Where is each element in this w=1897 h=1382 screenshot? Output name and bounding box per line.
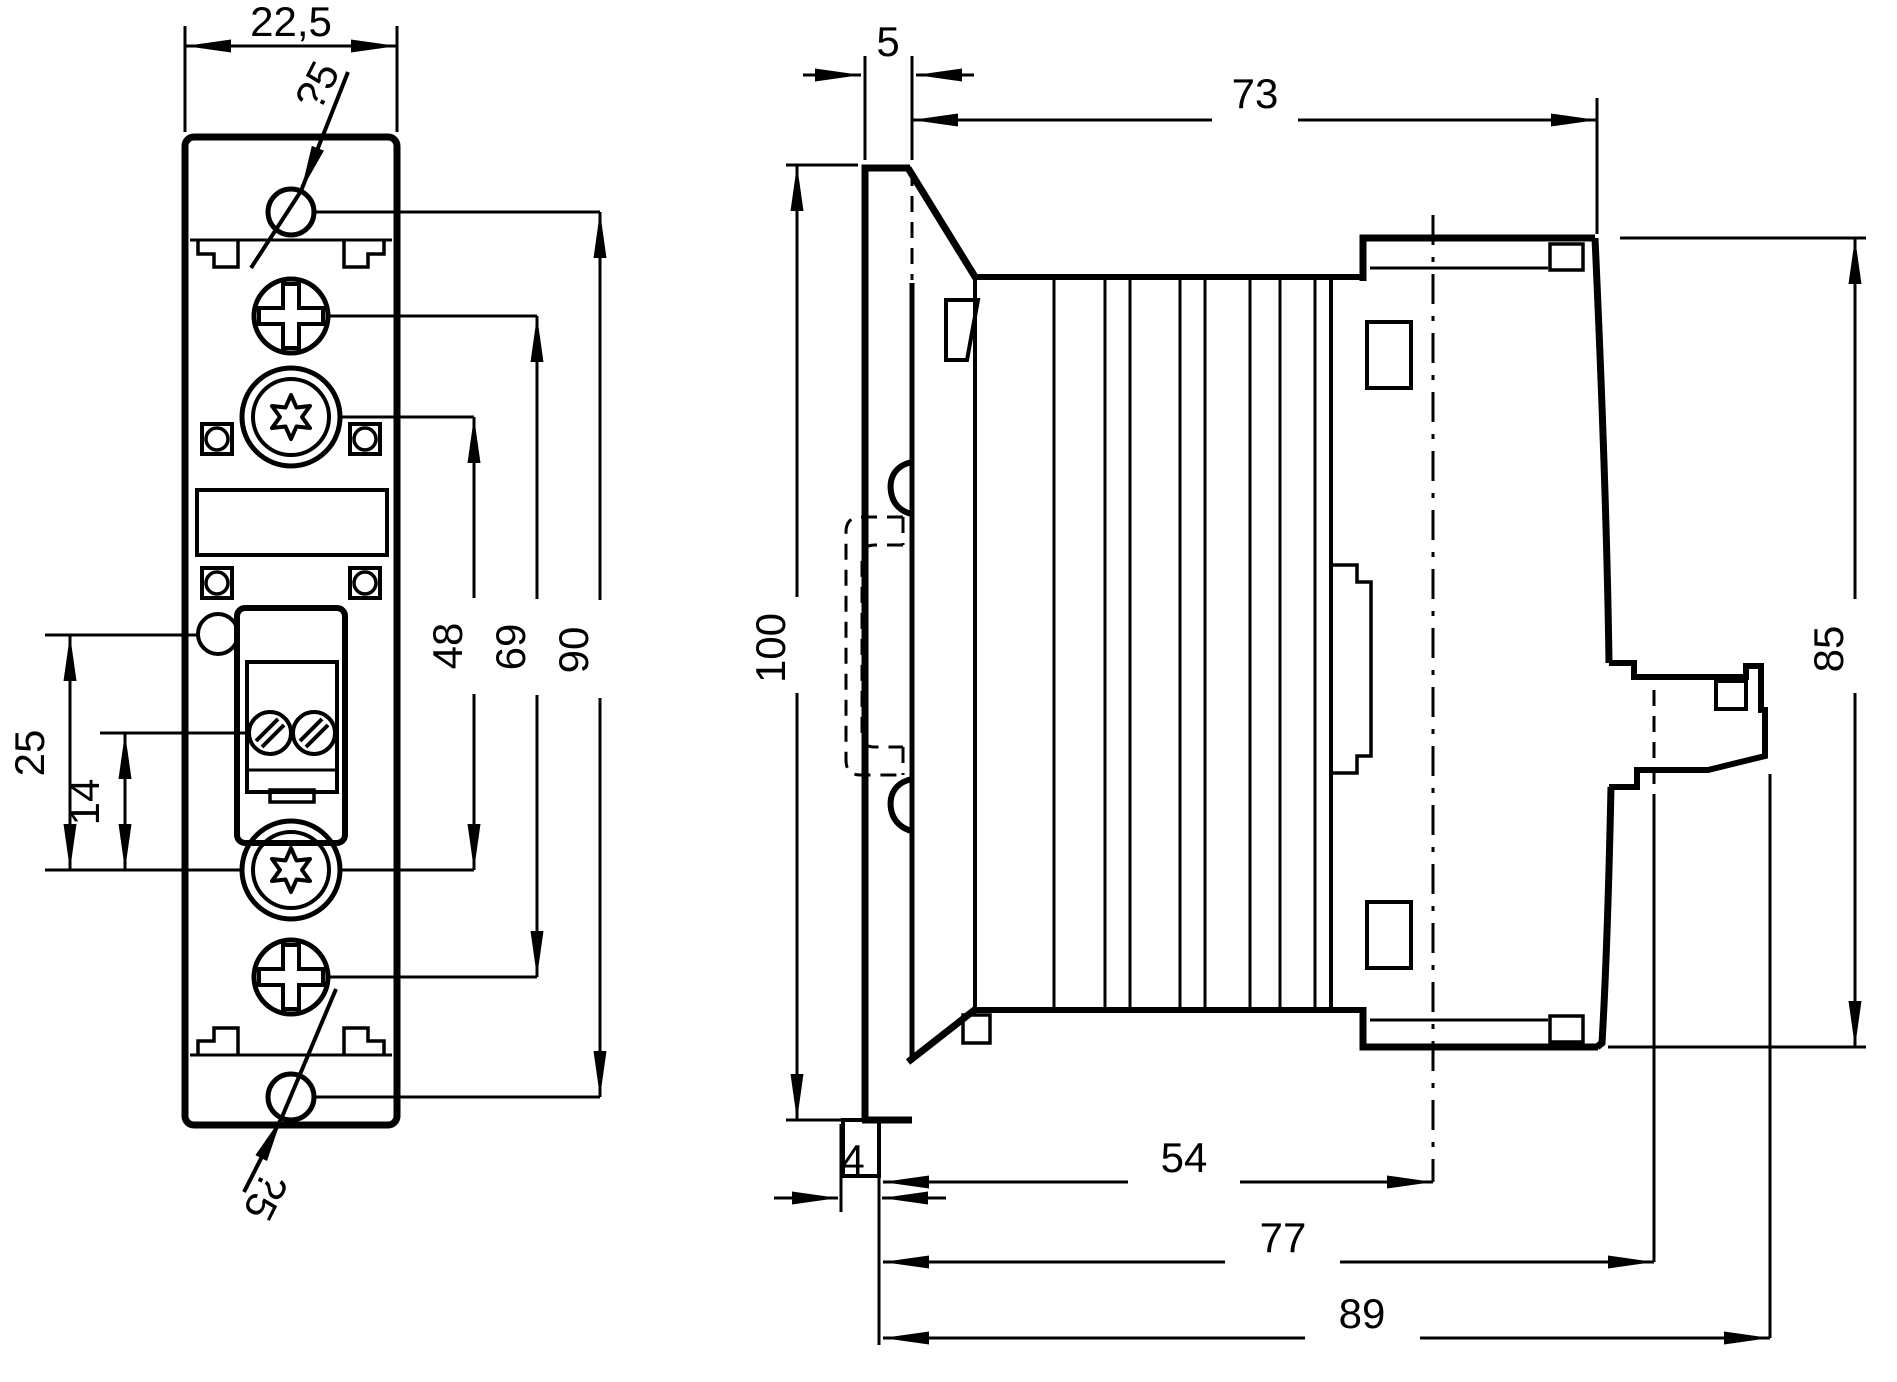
latch-detail-bottom bbox=[961, 1013, 992, 1045]
housing-outline bbox=[1359, 215, 1615, 1182]
dim-label-terminal-offset: 14 bbox=[61, 779, 108, 826]
terminal-block bbox=[234, 605, 348, 846]
dim-label-foot-width: 4 bbox=[841, 1136, 864, 1183]
dim-label-hole-spacing: 90 bbox=[550, 627, 597, 674]
vent-opening-top bbox=[1365, 320, 1413, 390]
mounting-flange bbox=[841, 164, 980, 1178]
dim-body-depth: 73 bbox=[912, 70, 1599, 234]
dim-label-center-depth: 54 bbox=[1161, 1134, 1208, 1181]
dim-connector-depth: 77 bbox=[883, 798, 1656, 1269]
dim-label-led-offset: 25 bbox=[6, 730, 53, 777]
dim-label-total-depth: 89 bbox=[1339, 1290, 1386, 1337]
connector-opening bbox=[1714, 679, 1748, 711]
dim-housing-height: 85 bbox=[1608, 236, 1866, 1049]
din-clip-hook-top bbox=[887, 459, 913, 517]
dim-hole-spacing: 90 bbox=[314, 210, 607, 1099]
front-view bbox=[181, 71, 401, 1193]
dim-led-offset: 25 bbox=[6, 633, 242, 872]
mounting-slot-bottom bbox=[190, 1026, 392, 1057]
side-view bbox=[841, 164, 1768, 1182]
hole-leader-top bbox=[249, 71, 350, 270]
connector bbox=[1609, 660, 1768, 798]
phillips-screw-top bbox=[251, 276, 331, 356]
dim-total-height: 100 bbox=[747, 163, 858, 1122]
dim-label-housing-height: 85 bbox=[1805, 626, 1852, 673]
dim-label-flange-thickness: 5 bbox=[876, 18, 899, 65]
dim-flange-thickness: 5 bbox=[803, 18, 974, 160]
din-clip-hook-bottom bbox=[887, 776, 913, 834]
terminal-screw-right bbox=[291, 710, 337, 756]
dim-phillips-spacing: 69 bbox=[330, 314, 544, 979]
dim-center-depth: 54 bbox=[883, 1134, 1433, 1189]
mounting-slot-top bbox=[190, 238, 392, 269]
hole-leader-bottom bbox=[242, 988, 338, 1193]
dim-front-width: 22,5 bbox=[183, 0, 399, 132]
torx-screw-top bbox=[239, 365, 343, 469]
heatsink-fins bbox=[973, 274, 1363, 1013]
phillips-screw-bottom bbox=[251, 937, 331, 1017]
dim-label-connector-depth: 77 bbox=[1260, 1214, 1307, 1261]
din-rail-profile bbox=[844, 515, 905, 777]
dim-label-total-height: 100 bbox=[747, 613, 794, 683]
square-indicators bbox=[200, 422, 382, 600]
dim-label-front-width: 22,5 bbox=[250, 0, 332, 45]
vent-opening-bottom bbox=[1365, 900, 1413, 970]
dim-label-body-depth: 73 bbox=[1232, 70, 1279, 117]
front-body-outline bbox=[181, 133, 401, 1129]
dim-foot-width: 4 bbox=[774, 1124, 946, 1345]
dim-torx-spacing: 48 bbox=[342, 415, 481, 872]
dim-label-torx-spacing: 48 bbox=[424, 623, 471, 670]
dim-terminal-offset: 14 bbox=[61, 731, 249, 870]
latch-detail-top bbox=[944, 298, 981, 362]
front-face-bracket bbox=[1331, 563, 1373, 775]
dim-label-phillips-spacing: 69 bbox=[487, 624, 534, 671]
marking-label-window bbox=[195, 488, 389, 557]
dim-total-depth: 89 bbox=[883, 774, 1772, 1345]
